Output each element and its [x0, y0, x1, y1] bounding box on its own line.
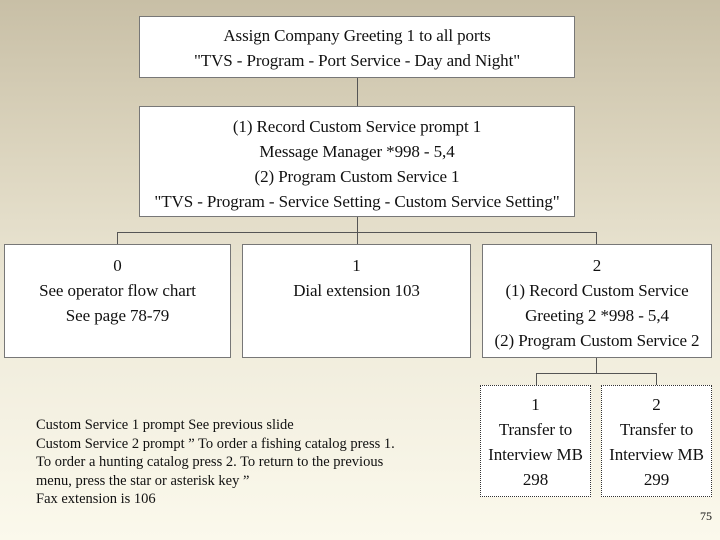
connector-option-2-down [596, 357, 597, 373]
custom-service-1-line-2: Message Manager *998 - 5,4 [259, 142, 455, 161]
connector-sub-horizontal [536, 373, 656, 374]
custom-service-1-box: (1) Record Custom Service prompt 1 Messa… [139, 106, 575, 217]
sub-option-1-number: 1 [531, 395, 540, 414]
sub-option-1-line-3: Interview MB [488, 445, 583, 464]
page-number: 75 [700, 509, 712, 523]
assign-greeting-line-1: Assign Company Greeting 1 to all ports [223, 26, 491, 45]
sub-option-1-box: 1 Transfer to Interview MB 298 [480, 385, 591, 497]
option-2-line-3: Greeting 2 *998 - 5,4 [525, 306, 669, 325]
note-line-1: Custom Service 1 prompt See previous sli… [36, 417, 294, 433]
sub-option-1-line-2: Transfer to [498, 420, 573, 439]
option-2-number: 2 [592, 256, 602, 275]
note-line-3: To order a hunting catalog press 2. To r… [36, 454, 384, 470]
option-2-line-4: (2) Program Custom Service 2 [494, 331, 700, 350]
note-line-4: menu, press the star or asterisk key ” [36, 472, 250, 489]
option-2-box: 2 (1) Record Custom Service Greeting 2 *… [482, 244, 712, 358]
connector-to-sub-2 [656, 373, 657, 385]
sub-option-2-line-2: Transfer to [619, 420, 694, 439]
assign-greeting-box: Assign Company Greeting 1 to all ports "… [139, 16, 575, 78]
sub-option-2-line-3: Interview MB [609, 445, 704, 464]
sub-option-2-number: 2 [652, 395, 661, 414]
option-0-line-2: See operator flow chart [39, 281, 196, 300]
option-1-number: 1 [352, 256, 361, 275]
sub-option-2-line-4: 299 [643, 470, 670, 489]
option-2-line-2: (1) Record Custom Service [505, 281, 689, 300]
note-line-5: Fax extension is 106 [36, 491, 156, 507]
connector-to-option-2 [596, 232, 597, 244]
option-0-number: 0 [113, 256, 122, 275]
assign-greeting-line-2: "TVS - Program - Port Service - Day and … [193, 51, 521, 70]
connector-second-down [357, 216, 358, 232]
sub-option-2-box: 2 Transfer to Interview MB 299 [601, 385, 712, 497]
option-0-line-3: See page 78-79 [65, 306, 170, 325]
connector-to-option-1 [357, 232, 358, 244]
notes-text: Custom Service 1 prompt See previous sli… [36, 416, 486, 509]
sub-option-1-line-4: 298 [522, 470, 549, 489]
connector-to-sub-1 [536, 373, 537, 385]
option-1-line-2: Dial extension 103 [293, 281, 420, 300]
connector-top-to-second [357, 77, 358, 106]
custom-service-1-line-4: "TVS - Program - Service Setting - Custo… [154, 192, 560, 211]
custom-service-1-line-1: (1) Record Custom Service prompt 1 [232, 117, 482, 136]
connector-to-option-0 [117, 232, 118, 244]
custom-service-1-line-3: (2) Program Custom Service 1 [254, 167, 460, 186]
option-1-box: 1 Dial extension 103 [242, 244, 471, 358]
option-0-box: 0 See operator flow chart See page 78-79 [4, 244, 231, 358]
note-line-2: Custom Service 2 prompt ” To order a fis… [36, 435, 395, 452]
